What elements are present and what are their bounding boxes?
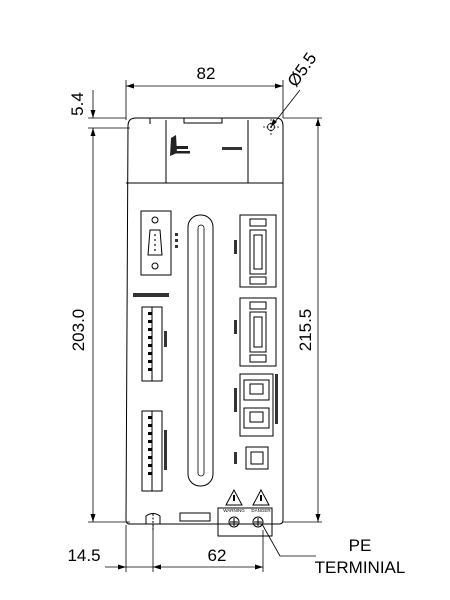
- dim-height-inner: 203.0: [69, 309, 88, 352]
- dim-bottom-spacing: 62: [208, 546, 227, 565]
- pe-terminal-screw-icon: [228, 516, 264, 528]
- led-display-slot: [187, 214, 214, 487]
- rj45-label: [234, 388, 237, 412]
- dim-bottom-offset: 14.5: [67, 546, 100, 565]
- dim-top-width: 82: [197, 64, 216, 83]
- mounting-hole-icon: [263, 119, 279, 135]
- usb-port: [245, 446, 269, 470]
- rj45-label-right: [275, 374, 278, 424]
- connector-cn1-label: [234, 240, 237, 254]
- terminal-block-1-screws: [148, 312, 152, 371]
- db9-pins: [154, 234, 156, 251]
- connector-cn1: [239, 214, 277, 288]
- model-label: [222, 147, 242, 150]
- pe-terminal-block: [179, 507, 273, 537]
- db9-connector: [140, 210, 172, 276]
- drive-body: [125, 117, 284, 525]
- dimension-arrowheads: [90, 83, 321, 570]
- terminal-block-2-label: [164, 430, 167, 470]
- led-display-slot-inner: [197, 224, 205, 477]
- brand-logo: [170, 135, 190, 156]
- connector-cn2-label: [234, 320, 237, 334]
- dimension-lines: [88, 80, 322, 572]
- terminal-block-2-screws: [148, 416, 152, 475]
- dim-hole-diameter: Ø5.5: [284, 49, 321, 90]
- pe-callout-line2: TERMINIAL: [315, 558, 406, 577]
- terminal-block-1-label: [164, 331, 167, 347]
- warning-label-2: DANGER: [251, 508, 271, 513]
- dim-top-offset: 5.4: [68, 92, 87, 116]
- bottom-mount-slot: [145, 513, 161, 530]
- pe-callout-line1: PE: [349, 536, 372, 555]
- dim-height-outer: 215.5: [296, 309, 315, 352]
- connector-cn2: [239, 297, 277, 367]
- usb-label: [234, 452, 237, 464]
- warning-icon: [225, 488, 270, 506]
- brand-mark: [133, 293, 169, 297]
- warning-label-1: WARNING: [223, 508, 245, 513]
- rj45-ports: [239, 373, 274, 437]
- db9-label-marks: [175, 233, 178, 248]
- warning-marks: [233, 495, 262, 501]
